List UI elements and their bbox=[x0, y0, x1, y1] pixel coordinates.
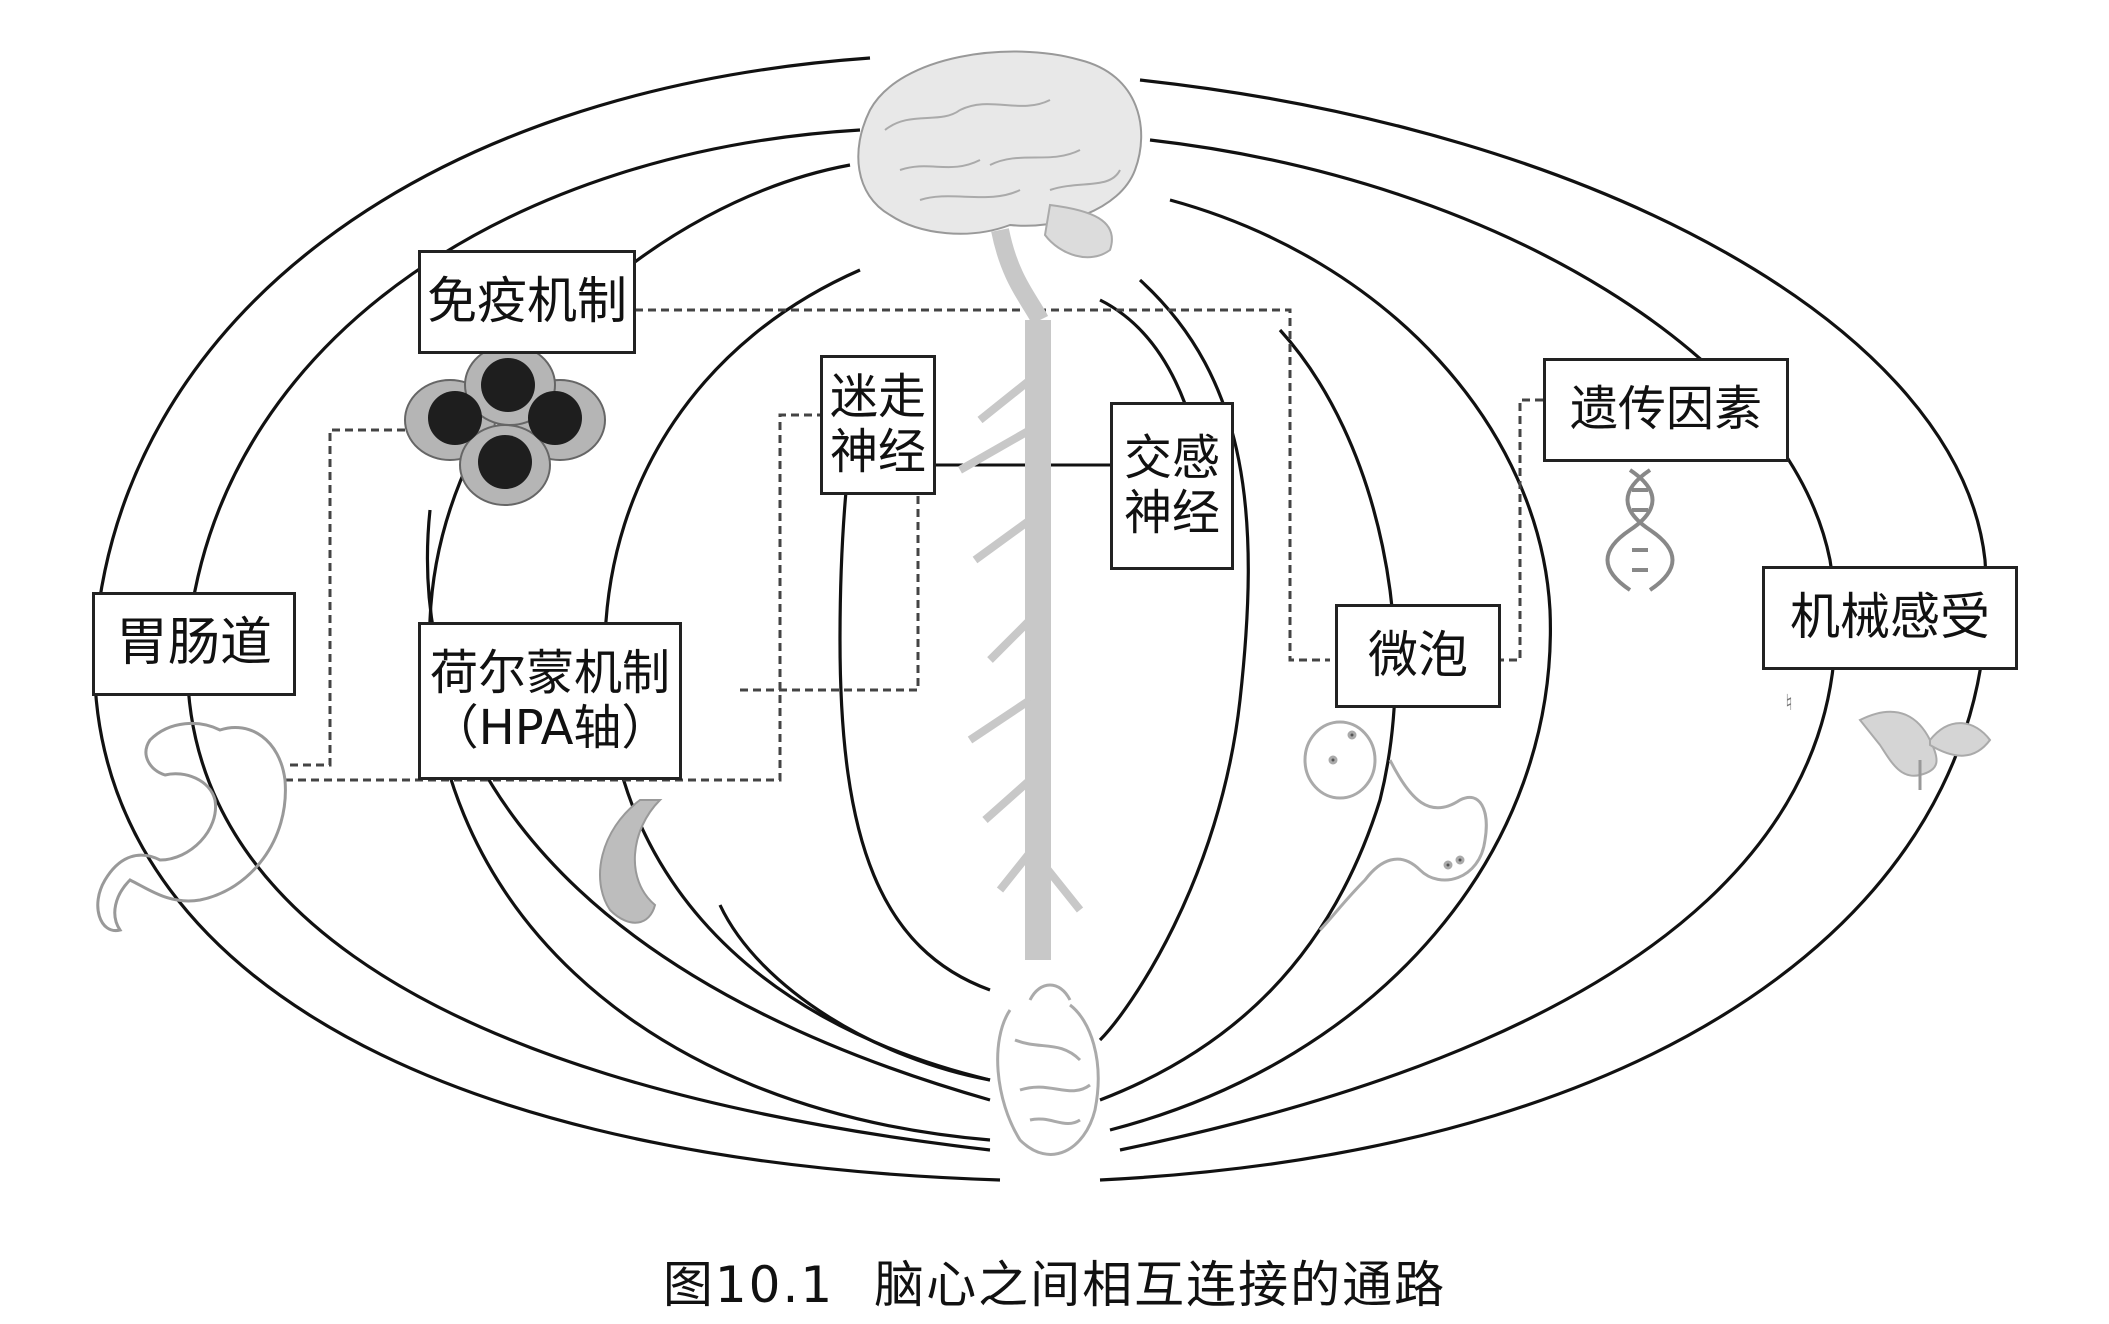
gut-label: 胃肠道 bbox=[92, 592, 296, 696]
dna-icon bbox=[1605, 468, 1675, 592]
arc-bottom bbox=[718, 904, 991, 1082]
brain-icon bbox=[857, 50, 1143, 259]
stomach-icon bbox=[96, 721, 287, 932]
immune-to-microvesicle-connector bbox=[635, 308, 1330, 662]
sympathetic-label-line2: 神经 bbox=[1123, 485, 1220, 541]
mechanoreception-label-text: 机械感受 bbox=[1790, 588, 1990, 647]
genetics-to-microvesicle-connector bbox=[1500, 398, 1543, 662]
gut-label-text: 胃肠道 bbox=[115, 613, 272, 674]
immune-mechanism-label: 免疫机制 bbox=[418, 250, 636, 354]
hormone-to-vagus-connector bbox=[740, 495, 920, 692]
gut-to-vagus-connector bbox=[285, 413, 820, 782]
immune-cells-icon bbox=[404, 344, 606, 506]
immune-mechanism-label-text: 免疫机制 bbox=[427, 272, 627, 331]
sympathetic-nerve-label: 交感 神经 bbox=[1110, 402, 1234, 570]
mechanoreceptor-icon: ♮ bbox=[1785, 691, 1992, 790]
hormone-label-line2: （HPA轴） bbox=[430, 700, 670, 756]
gut-to-immune-connector bbox=[285, 428, 405, 767]
adrenal-gland-icon bbox=[599, 799, 663, 924]
arc3-right bbox=[1109, 198, 1552, 1132]
figure-number: 图10.1 bbox=[662, 1256, 835, 1314]
vagus-nerve-label: 迷走 神经 bbox=[820, 355, 936, 495]
hormone-label-line1: 荷尔蒙机制 bbox=[429, 644, 670, 701]
heart-icon bbox=[996, 983, 1100, 1156]
microvesicle-icon bbox=[1303, 720, 1488, 932]
sympathetic-label-line1: 交感 bbox=[1123, 429, 1220, 486]
genetics-label: 遗传因素 bbox=[1543, 358, 1789, 462]
svg-text:♮: ♮ bbox=[1785, 691, 1793, 716]
arc4-left bbox=[425, 509, 991, 1102]
microvesicle-label: 微泡 bbox=[1335, 604, 1501, 708]
vagus-label-line1: 迷走 bbox=[829, 368, 926, 425]
genetics-label-text: 遗传因素 bbox=[1569, 381, 1762, 438]
spinal-cord-icon bbox=[958, 228, 1084, 960]
dashed-connectors bbox=[285, 308, 1543, 782]
figure-caption: 图10.1 脑心之间相互连接的通路 bbox=[0, 1245, 2109, 1317]
arc5-right bbox=[1098, 278, 1250, 1042]
vagus-label-line2: 神经 bbox=[829, 424, 926, 480]
microvesicle-label-text: 微泡 bbox=[1368, 626, 1468, 685]
figure-caption-text: 脑心之间相互连接的通路 bbox=[874, 1256, 1447, 1314]
hormone-mechanism-label: 荷尔蒙机制 （HPA轴） bbox=[418, 622, 682, 780]
mechanoreception-label: 机械感受 bbox=[1762, 566, 2018, 670]
arc4-right bbox=[1099, 328, 1397, 1102]
